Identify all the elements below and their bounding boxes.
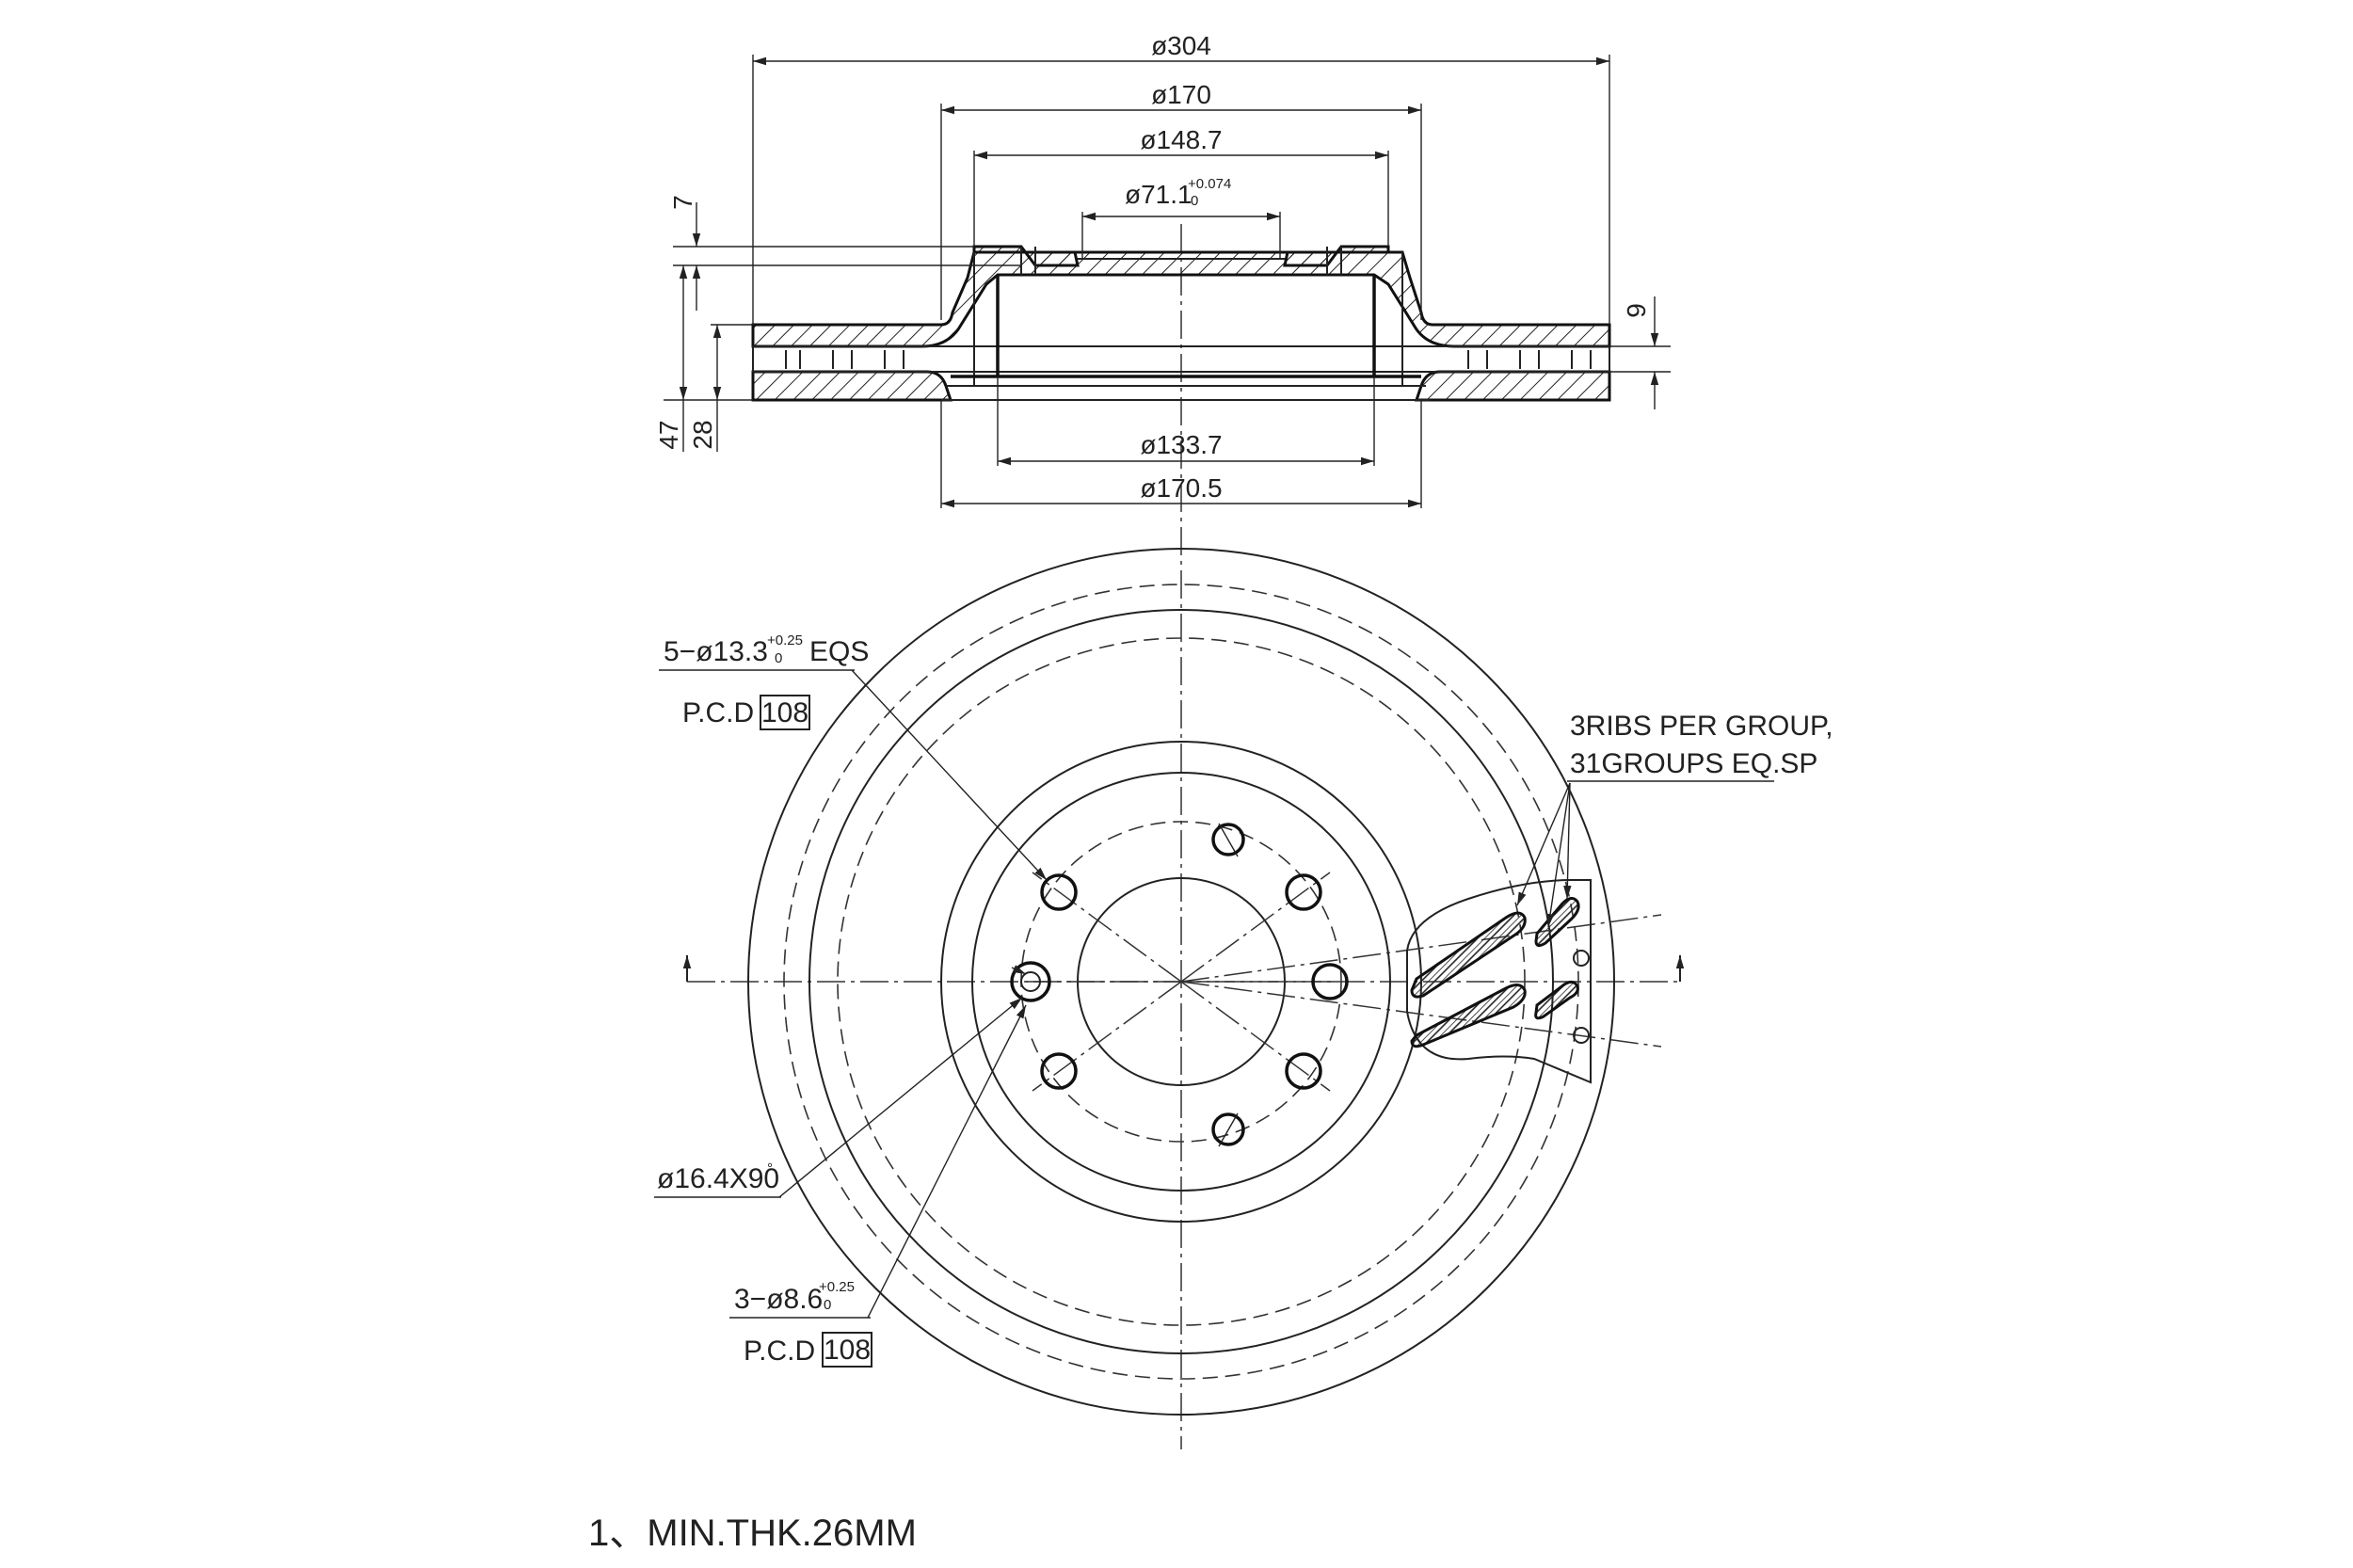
small-holes-pcd-value: 108 [824, 1335, 871, 1366]
rib-pin [1573, 950, 1590, 967]
small-hole-group [1010, 823, 1245, 1147]
annotation-bolt-holes: 5−ø13.3 +0.25 0 EQS P.C.D 108 [659, 632, 1048, 881]
dim-d133-7: ø133.7 [1140, 430, 1222, 459]
dim-h28: 28 [688, 420, 717, 449]
small-holes-tol-lower: 0 [824, 1297, 831, 1313]
front-view [682, 548, 1685, 1416]
side-section-view: ø304 ø170 ø148.7 ø71.1 +0.074 0 ø133.7 ø… [654, 31, 1671, 1449]
small-holes-label: 3−ø8.6 [734, 1284, 823, 1315]
dim-d71-1-tol-lower: 0 [1191, 193, 1198, 209]
dim-d71-1-tol-upper: +0.074 [1188, 176, 1231, 192]
ribs-line2: 31GROUPS EQ.SP [1570, 748, 1817, 779]
small-hole [1211, 1112, 1245, 1146]
small-holes-tol-upper: +0.25 [819, 1279, 855, 1295]
small-hole [1211, 823, 1245, 856]
bolt-holes-pcd-label: P.C.D [682, 697, 754, 728]
disc-bottom-plate-right [1414, 370, 1611, 402]
annotation-ribs: 3RIBS PER GROUP, 31GROUPS EQ.SP [1516, 711, 1833, 928]
bolt-holes-label: 5−ø13.3 [664, 636, 768, 667]
outer-edge-circle [747, 548, 1615, 1416]
dim-d170-5: ø170.5 [1140, 473, 1222, 503]
bolt-hole [1040, 1052, 1078, 1090]
dim-d148-7: ø148.7 [1140, 125, 1222, 154]
rib-group [1410, 897, 1590, 1048]
small-hole-chamfered [1010, 961, 1051, 1002]
annotation-chamfer: ø16.4X90 ° [654, 997, 1023, 1198]
hat-inner-circle [971, 772, 1391, 1192]
dim-d170: ø170 [1151, 80, 1211, 109]
rib [1410, 911, 1527, 999]
dim-h47: 47 [654, 420, 683, 449]
outer-dashed-circle [783, 584, 1579, 1380]
annotation-small-holes: 3−ø8.6 +0.25 0 P.C.D 108 [729, 965, 1027, 1368]
dim-d71-1: ø71.1 [1125, 180, 1193, 209]
bolt-holes-pcd-box [760, 695, 810, 730]
chamfer-label: ø16.4X90 [657, 1163, 779, 1194]
bolt-hole [1040, 873, 1078, 911]
small-holes-pcd-box [822, 1332, 872, 1368]
rib-pin [1573, 1027, 1590, 1044]
ribs-line1: 3RIBS PER GROUP, [1570, 711, 1833, 742]
small-hole-inner [1020, 971, 1041, 992]
friction-inner-circle [808, 609, 1554, 1354]
note-min-thickness: 1、MIN.THK.26MM [588, 1512, 917, 1554]
bolt-hole-group [1040, 873, 1349, 1090]
bolt-hole [1285, 1052, 1322, 1090]
vent-slots [752, 345, 1610, 373]
rib [1534, 980, 1579, 1020]
rib [1410, 984, 1527, 1048]
small-holes-pcd-label: P.C.D [744, 1336, 815, 1367]
chamfer-degree: ° [767, 1160, 773, 1176]
rib-cutaway-outline [1406, 879, 1592, 1084]
bolt-holes-tol-upper: +0.25 [767, 632, 803, 648]
dim-h7: 7 [668, 195, 697, 210]
dim-d304: ø304 [1151, 31, 1211, 60]
vent-dashed-circle [837, 637, 1526, 1326]
disc-bottom-plate-left [751, 370, 953, 402]
bolt-holes-suffix: EQS [809, 636, 869, 667]
bolt-holes-tol-lower: 0 [775, 650, 782, 666]
bolt-hole [1311, 963, 1349, 1000]
rib [1534, 897, 1580, 948]
bolt-holes-pcd-value: 108 [761, 697, 808, 728]
bolt-hole [1285, 873, 1322, 911]
dim-h9: 9 [1622, 303, 1651, 318]
